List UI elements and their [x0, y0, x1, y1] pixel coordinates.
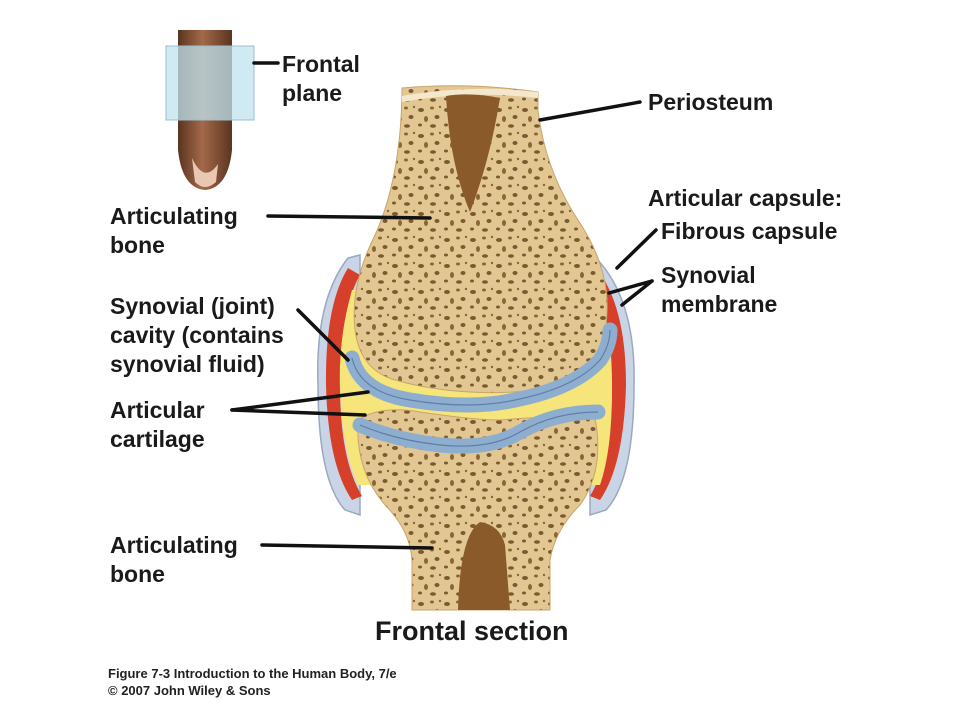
figure-credit: Figure 7-3 Introduction to the Human Bod… [108, 666, 397, 698]
synovial-membrane [325, 268, 362, 500]
articulating-bone-bottom [357, 409, 599, 611]
marrow-cavity-bottom [458, 522, 510, 610]
frontal-plane-icon [165, 45, 255, 121]
leader-lines [230, 61, 658, 550]
marrow-cavity-top [446, 94, 500, 212]
articular-capsule-label: Articular capsule: [648, 185, 843, 211]
periosteum-label: Periosteum [648, 89, 774, 115]
figure-title: Frontal section [375, 616, 569, 646]
fibrous-capsule-label: Fibrous capsule [661, 218, 838, 244]
